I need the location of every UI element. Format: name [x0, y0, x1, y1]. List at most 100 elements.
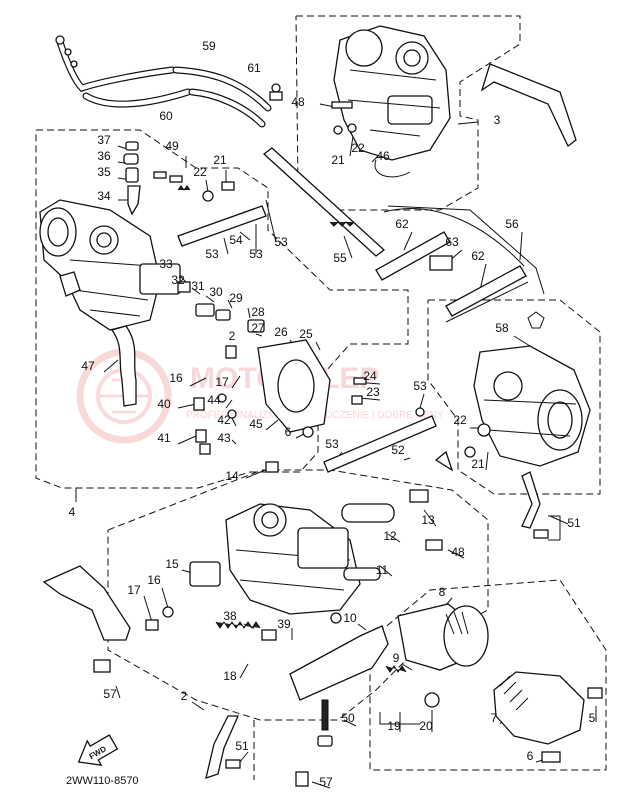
- part-number-p3: 3: [494, 113, 501, 127]
- part-number-p20: 20: [419, 719, 433, 733]
- part-number-p53b: 53: [205, 247, 219, 261]
- part-number-p32: 32: [171, 273, 185, 287]
- part-number-p8: 8: [439, 585, 446, 599]
- hose-clip-icon: [55, 35, 65, 45]
- part-number-p12: 12: [383, 529, 397, 543]
- screw-41: [195, 429, 207, 443]
- part-number-p22c: 22: [453, 413, 467, 427]
- part-number-p40: 40: [157, 397, 171, 411]
- washer-16: [162, 606, 174, 618]
- part-number-p15: 15: [165, 557, 179, 571]
- joint-pipe-62b: [445, 265, 527, 317]
- washer-43: [199, 443, 211, 455]
- plunger-11: [343, 567, 381, 581]
- part-number-p54: 54: [229, 233, 243, 247]
- bracket-lower-left: [42, 565, 131, 641]
- part-number-p16a: 16: [169, 371, 183, 385]
- part-number-p25: 25: [299, 327, 313, 341]
- part-number-p58: 58: [495, 321, 509, 335]
- part-number-p47: 47: [81, 359, 95, 373]
- part-number-p35: 35: [97, 165, 111, 179]
- float-chamber-plate: [289, 625, 389, 701]
- plate-15: [189, 561, 221, 587]
- lever-51-lower: [205, 715, 239, 779]
- clip-53d: [415, 407, 425, 417]
- part-number-p17a: 17: [215, 375, 229, 389]
- screw-40: [193, 397, 205, 411]
- diaphragm-cover-7: [493, 671, 585, 745]
- part-number-p24: 24: [363, 369, 377, 383]
- drawing-code: 2WW110-8570: [66, 775, 139, 787]
- screw-14: [265, 461, 279, 473]
- part-number-p59: 59: [202, 39, 216, 53]
- brackets: [42, 63, 577, 779]
- part-number-p61: 61: [247, 61, 261, 75]
- screw-5: [587, 687, 603, 699]
- boundary-assembly-4: [35, 129, 409, 489]
- part-number-p21a: 21: [331, 153, 345, 167]
- part-number-p21c: 21: [471, 457, 485, 471]
- part-number-p30: 30: [209, 285, 223, 299]
- part-number-p50: 50: [341, 711, 355, 725]
- carburetor-front-lower: [225, 503, 361, 615]
- part-number-p41: 41: [157, 431, 171, 445]
- seal-36: [123, 153, 139, 165]
- part-number-p60: 60: [159, 109, 173, 123]
- part-number-p9: 9: [393, 651, 400, 665]
- part-number-p62b: 62: [471, 249, 485, 263]
- forward-arrow-icon: FWD: [77, 734, 119, 766]
- throttle-shaft-55: [262, 147, 386, 257]
- leader-lines: [75, 103, 597, 789]
- part-number-p2: 2: [181, 689, 188, 703]
- part-number-p42: 42: [217, 413, 231, 427]
- part-number-p27: 27: [251, 321, 265, 335]
- part-number-p62a: 62: [395, 217, 409, 231]
- part-number-p18: 18: [223, 669, 237, 683]
- part-number-p57a: 57: [103, 687, 117, 701]
- part-number-p19: 19: [387, 719, 401, 733]
- part-number-p33: 33: [159, 257, 173, 271]
- part-number-p44: 44: [207, 393, 221, 407]
- part-number-p46: 46: [376, 149, 390, 163]
- screw-21c: [464, 446, 476, 458]
- part-number-p11: 11: [376, 563, 389, 577]
- bracket-upper-right: [480, 63, 577, 147]
- joint-pipe-52: [323, 415, 437, 473]
- part-number-p39: 39: [277, 617, 291, 631]
- part-number-p53a: 53: [274, 235, 288, 249]
- part-number-p43: 43: [217, 431, 231, 445]
- part-number-p36: 36: [97, 149, 111, 163]
- part-number-p53c: 53: [249, 247, 263, 261]
- jet-34: [127, 185, 141, 216]
- part-number-p56: 56: [505, 217, 519, 231]
- part-number-p31: 31: [191, 279, 205, 293]
- carburetor-rear-right: [473, 345, 591, 467]
- screw-48b: [425, 539, 443, 551]
- joint-pipe-62a: [375, 231, 451, 281]
- part-number-p14: 14: [225, 469, 239, 483]
- lever-51-right: [521, 471, 541, 529]
- part-number-p10: 10: [343, 611, 357, 625]
- ring-10: [330, 612, 342, 624]
- part-number-p6b: 6: [527, 749, 534, 763]
- part-number-p57b: 57: [319, 775, 333, 789]
- joint-pipe-54: [177, 205, 267, 247]
- fuel-hose-set: [55, 35, 272, 128]
- part-number-p45: 45: [249, 417, 263, 431]
- part-number-p7: 7: [491, 711, 498, 725]
- cap-20: [424, 692, 440, 708]
- part-number-p26: 26: [274, 325, 288, 339]
- part-number-p2x: 2: [229, 329, 236, 343]
- gasket-24: [353, 377, 367, 385]
- linkage-rods: [177, 147, 545, 473]
- part-number-p22b: 22: [193, 165, 207, 179]
- part-number-p4: 4: [69, 505, 76, 519]
- part-number-p53e: 53: [325, 437, 339, 451]
- screw-6b: [541, 751, 561, 763]
- hose-47: [110, 325, 137, 407]
- carburetor-rear-upper: [331, 25, 451, 178]
- screw-17: [145, 619, 159, 631]
- part-number-p37: 37: [97, 133, 111, 147]
